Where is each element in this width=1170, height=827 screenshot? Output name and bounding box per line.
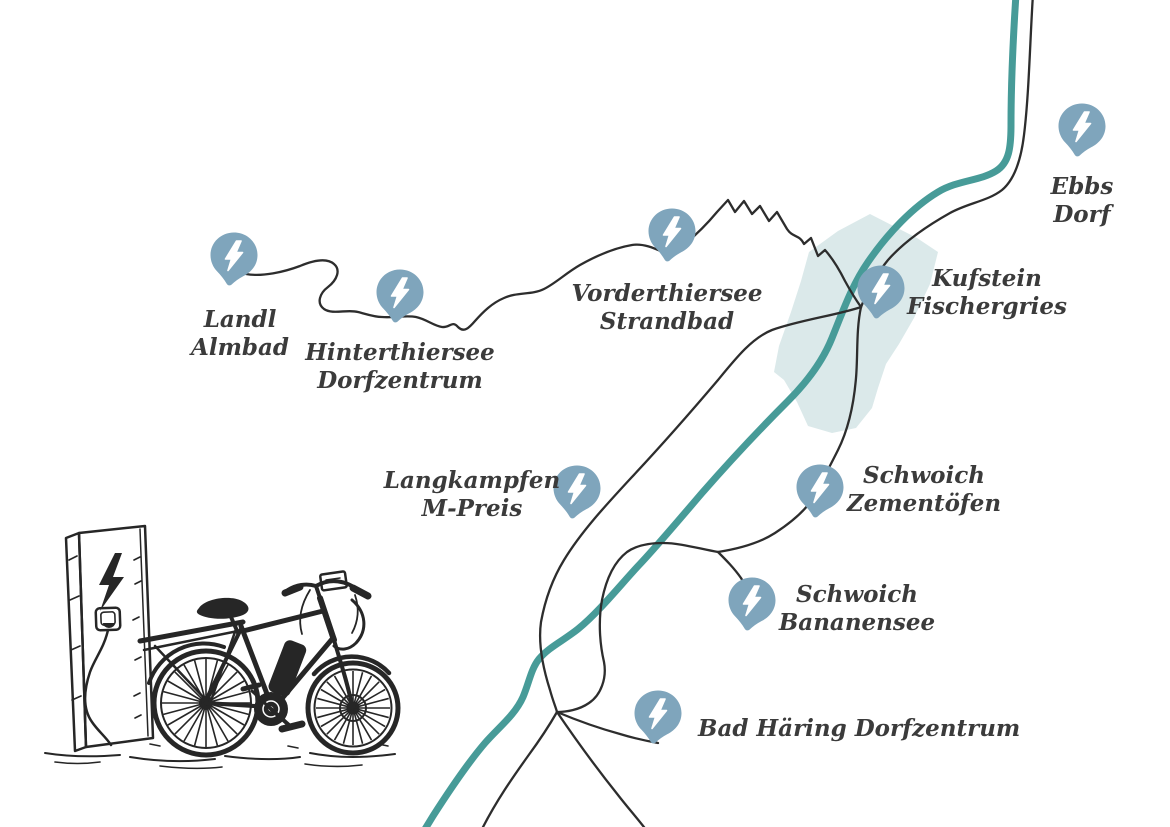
- kufstein-area-highlight: [774, 214, 938, 433]
- charging-cable: [83, 628, 113, 747]
- road: [716, 550, 752, 595]
- power-outlet: [94, 606, 122, 632]
- station-label: Zementöfen: [846, 490, 1001, 517]
- station-label: Kufstein: [931, 265, 1042, 292]
- station-pin-hinterthiersee-dorfzentrum[interactable]: [376, 269, 424, 323]
- ground-shading: [44, 743, 396, 770]
- ebike-charging-illustration: [44, 524, 401, 770]
- station-pin-langkampfen-m-preis[interactable]: [553, 465, 601, 519]
- battery-pack: [268, 640, 307, 697]
- ebike: [137, 570, 401, 758]
- road: [538, 305, 863, 714]
- lightning-bolt-icon: [99, 553, 124, 611]
- station-label: Dorfzentrum: [316, 367, 483, 394]
- charging-column: [64, 524, 155, 753]
- road: [555, 710, 660, 745]
- station-label: Schwoich: [796, 581, 918, 608]
- station-pin-vorderthiersee-strandbad[interactable]: [648, 208, 696, 262]
- station-label: Langkampfen: [383, 467, 560, 494]
- station-pin-ebbs-dorf[interactable]: [1058, 103, 1106, 157]
- station-label: Fischergries: [906, 293, 1067, 320]
- road: [555, 710, 646, 827]
- station-label: Schwoich: [863, 462, 985, 489]
- station-label: Hinterthiersee: [304, 339, 495, 366]
- station-label: M-Preis: [421, 495, 523, 522]
- station-label: Dorf: [1052, 201, 1114, 228]
- road: [244, 198, 863, 331]
- station-pin-landl-almbad[interactable]: [210, 232, 258, 286]
- station-label: Strandbad: [600, 308, 734, 335]
- station-pin-bad-haering-dorfzentrum[interactable]: [634, 690, 682, 744]
- station-label: Almbad: [189, 334, 289, 361]
- road: [555, 541, 720, 714]
- road: [481, 710, 559, 827]
- road-network: [244, 0, 1034, 827]
- station-label: Bananensee: [778, 609, 935, 636]
- station-label: Landl: [203, 306, 277, 333]
- saddle: [196, 597, 249, 619]
- station-label: Bad Häring Dorfzentrum: [697, 715, 1020, 742]
- station-label: Ebbs: [1050, 173, 1114, 200]
- bike-display: [319, 570, 348, 592]
- river-line: [422, 0, 1020, 827]
- station-label: Vorderthiersee: [571, 280, 762, 307]
- station-pin-schwoich-bananensee[interactable]: [728, 577, 776, 631]
- road: [859, 0, 1034, 309]
